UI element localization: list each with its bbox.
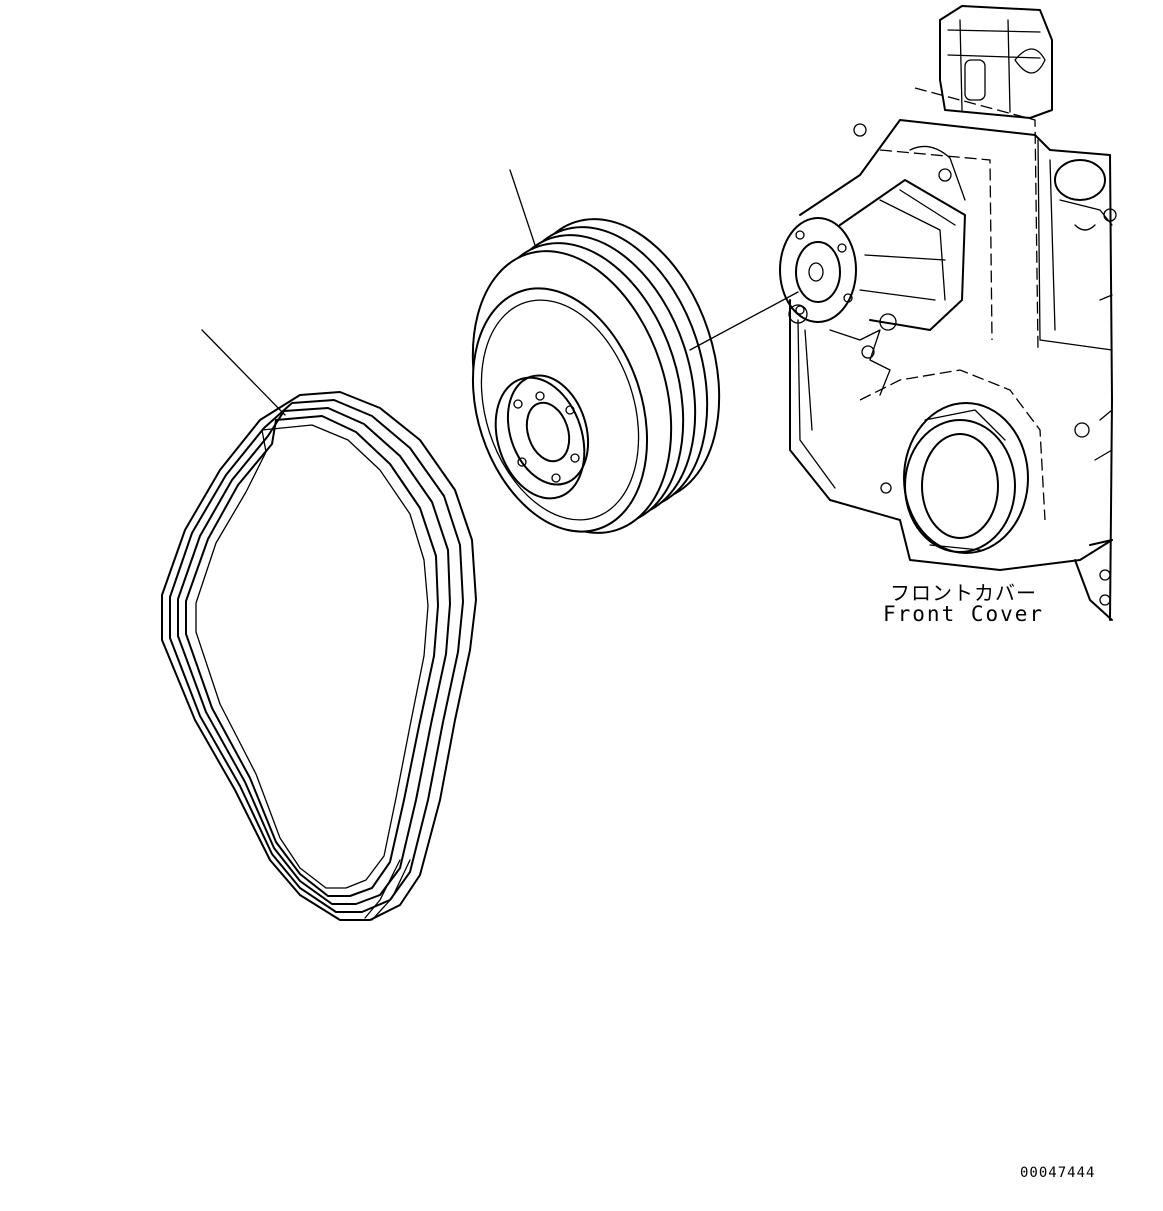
alignment-line — [689, 291, 799, 351]
front-cover-label-en: Front Cover — [883, 602, 1045, 626]
drawing-number: 00047444 — [1020, 1165, 1096, 1181]
pulley-drawing — [471, 169, 799, 534]
front-cover-drawing — [779, 5, 1117, 621]
v-belt-drawing — [161, 329, 477, 921]
belt-leader-line — [201, 329, 286, 416]
front-cover-label-jp: フロントカバー — [890, 581, 1037, 605]
